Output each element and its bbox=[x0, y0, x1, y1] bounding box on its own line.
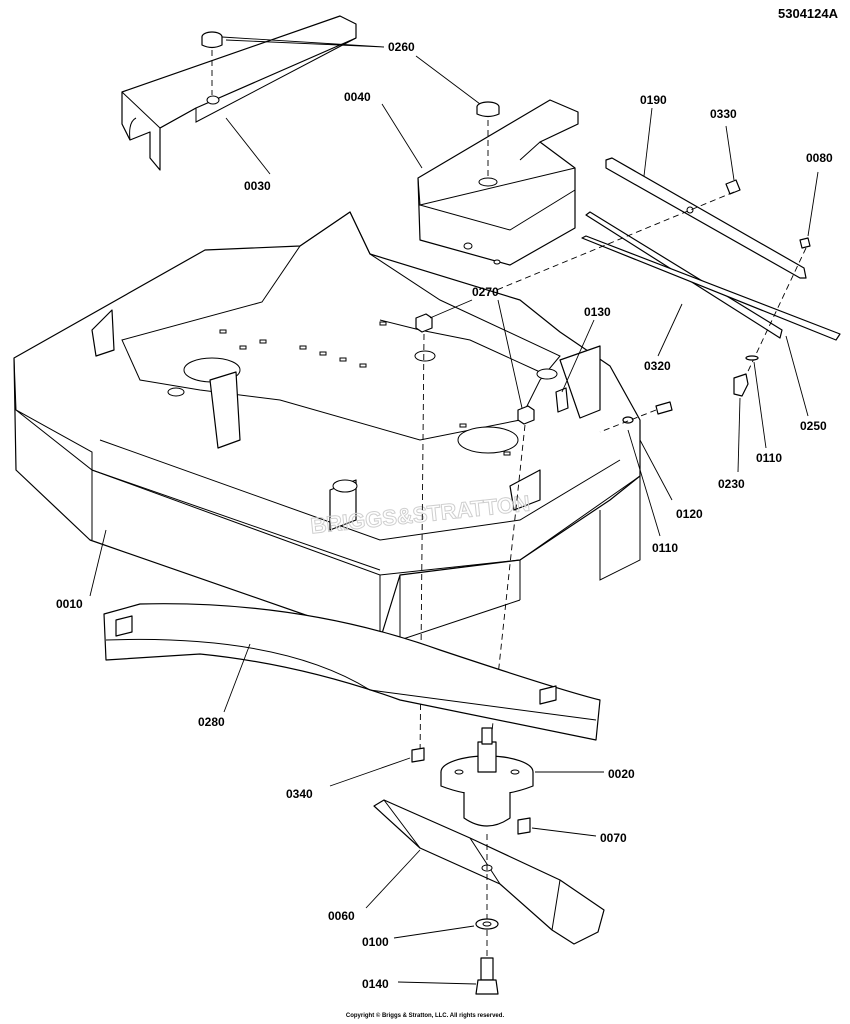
callout-0280: 0280 bbox=[198, 715, 225, 729]
callout-0230: 0230 bbox=[718, 477, 745, 491]
bolt-0140[interactable] bbox=[475, 957, 499, 995]
callout-0030: 0030 bbox=[244, 179, 271, 193]
callout-0270: 0270 bbox=[472, 285, 499, 299]
drawing-number: 5304124A bbox=[778, 6, 838, 21]
bolt-0070[interactable] bbox=[517, 817, 531, 835]
bracket-0130[interactable] bbox=[555, 387, 569, 413]
nut-0080[interactable] bbox=[799, 237, 811, 249]
callout-0130: 0130 bbox=[584, 305, 611, 319]
callout-0060: 0060 bbox=[328, 909, 355, 923]
copyright-notice: Copyright © Briggs & Stratton, LLC. All … bbox=[345, 1013, 505, 1019]
callout-0100: 0100 bbox=[362, 935, 389, 949]
callout-0140: 0140 bbox=[362, 977, 389, 991]
callout-0320: 0320 bbox=[644, 359, 671, 373]
discharge-baffle-0280[interactable] bbox=[103, 603, 601, 741]
callout-0110-lower: 0110 bbox=[652, 541, 678, 555]
bolt-0230[interactable] bbox=[733, 373, 749, 397]
callout-0190: 0190 bbox=[640, 93, 667, 107]
bumper-0260-left[interactable] bbox=[201, 31, 223, 49]
baffle-strip-0250[interactable] bbox=[581, 235, 841, 341]
belt-cover-left-0030[interactable] bbox=[121, 15, 357, 171]
callout-0080: 0080 bbox=[806, 151, 833, 165]
callout-0020: 0020 bbox=[608, 767, 635, 781]
bolt-0120[interactable] bbox=[655, 401, 673, 415]
nut-0270-left[interactable] bbox=[415, 313, 433, 333]
spindle-assembly-0020[interactable] bbox=[440, 727, 534, 827]
callout-0260: 0260 bbox=[388, 40, 415, 54]
mower-deck-0010[interactable]: BRIGGS&STRATTON bbox=[13, 211, 641, 641]
callout-0340: 0340 bbox=[286, 787, 313, 801]
baffle-rail-0190[interactable] bbox=[605, 157, 807, 279]
callout-0330: 0330 bbox=[710, 107, 737, 121]
callout-0070: 0070 bbox=[600, 831, 627, 845]
callout-0010: 0010 bbox=[56, 597, 83, 611]
blade-0060[interactable] bbox=[373, 799, 605, 945]
callout-0110-right: 0110 bbox=[756, 451, 782, 465]
belt-cover-right-0040[interactable] bbox=[417, 99, 579, 266]
callout-0120: 0120 bbox=[676, 507, 703, 521]
washer-0100[interactable] bbox=[475, 918, 499, 930]
bumper-0260-right[interactable] bbox=[476, 101, 500, 118]
nut-0270-right[interactable] bbox=[517, 405, 535, 425]
callout-0040: 0040 bbox=[344, 90, 371, 104]
washer-0110-upper[interactable] bbox=[745, 355, 759, 361]
callout-0250: 0250 bbox=[800, 419, 827, 433]
screw-0340[interactable] bbox=[411, 747, 425, 763]
bolt-0330[interactable] bbox=[725, 179, 741, 195]
